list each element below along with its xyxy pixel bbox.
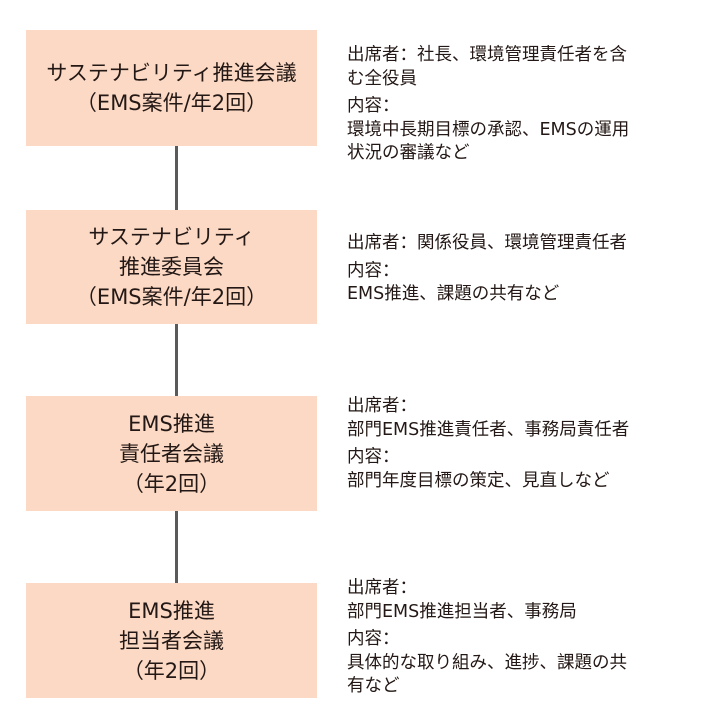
box-line: サステナビリティ推進会議 bbox=[46, 61, 297, 85]
meeting-description-2: 出席者：関係役員、環境管理責任者 内容： EMS推進、課題の共有など bbox=[347, 232, 707, 307]
meeting-box-ems-staff: EMS推進 担当者会議 （年2回） bbox=[26, 583, 317, 698]
box-line: サステナビリティ bbox=[88, 225, 255, 249]
content-label: 内容： bbox=[347, 447, 400, 467]
content-label: 内容： bbox=[347, 96, 400, 116]
meeting-description-4: 出席者： 部門EMS推進担当者、事務局 内容： 具体的な取り組み、進捗、課題の共… bbox=[347, 577, 707, 699]
attendees-text: 出席者： bbox=[347, 396, 417, 416]
box-line: EMS推進 bbox=[128, 411, 215, 436]
box-line: （年2回） bbox=[122, 471, 221, 496]
attendees-text: 出席者：社長、環境管理責任者を含 bbox=[347, 45, 627, 65]
meeting-box-ems-managers: EMS推進 責任者会議 （年2回） bbox=[26, 396, 317, 511]
content-text: 環境中長期目標の承認、EMSの運用 bbox=[347, 119, 630, 140]
meeting-box-sustainability-committee: サステナビリティ 推進委員会 （EMS案件/年2回） bbox=[26, 210, 317, 324]
content-label: 内容： bbox=[347, 629, 400, 649]
attendees-text: 出席者：関係役員、環境管理責任者 bbox=[347, 233, 627, 253]
content-label: 内容： bbox=[347, 260, 400, 281]
content-text: 部門年度目標の策定、見直しなど bbox=[347, 470, 610, 491]
connector-3-4 bbox=[175, 511, 178, 583]
box-line: （年2回） bbox=[122, 658, 221, 683]
content-text: 状況の審議など bbox=[347, 143, 470, 163]
attendees-text: む全役員 bbox=[347, 68, 417, 89]
attendees-text: 出席者： bbox=[347, 578, 417, 598]
box-line: （EMS案件/年2回） bbox=[75, 91, 268, 115]
box-line: 担当者会議 bbox=[119, 628, 224, 653]
attendees-text: 部門EMS推進責任者、事務局責任者 bbox=[347, 419, 630, 440]
meeting-box-sustainability-council: サステナビリティ推進会議 （EMS案件/年2回） bbox=[26, 30, 317, 146]
box-line: 責任者会議 bbox=[119, 441, 224, 466]
connector-2-3 bbox=[175, 324, 178, 396]
attendees-text: 部門EMS推進担当者、事務局 bbox=[347, 601, 577, 622]
content-text: 具体的な取り組み、進捗、課題の共 bbox=[347, 652, 627, 673]
content-text: EMS推進、課題の共有など bbox=[347, 284, 560, 304]
meeting-description-3: 出席者： 部門EMS推進責任者、事務局責任者 内容： 部門年度目標の策定、見直し… bbox=[347, 395, 707, 493]
box-line: 推進委員会 bbox=[119, 255, 224, 279]
meeting-description-1: 出席者：社長、環境管理責任者を含 む全役員 内容： 環境中長期目標の承認、EMS… bbox=[347, 44, 707, 166]
content-text: 有など bbox=[347, 676, 400, 696]
box-line: （EMS案件/年2回） bbox=[75, 285, 268, 309]
box-line: EMS推進 bbox=[128, 598, 215, 623]
connector-1-2 bbox=[175, 146, 178, 210]
